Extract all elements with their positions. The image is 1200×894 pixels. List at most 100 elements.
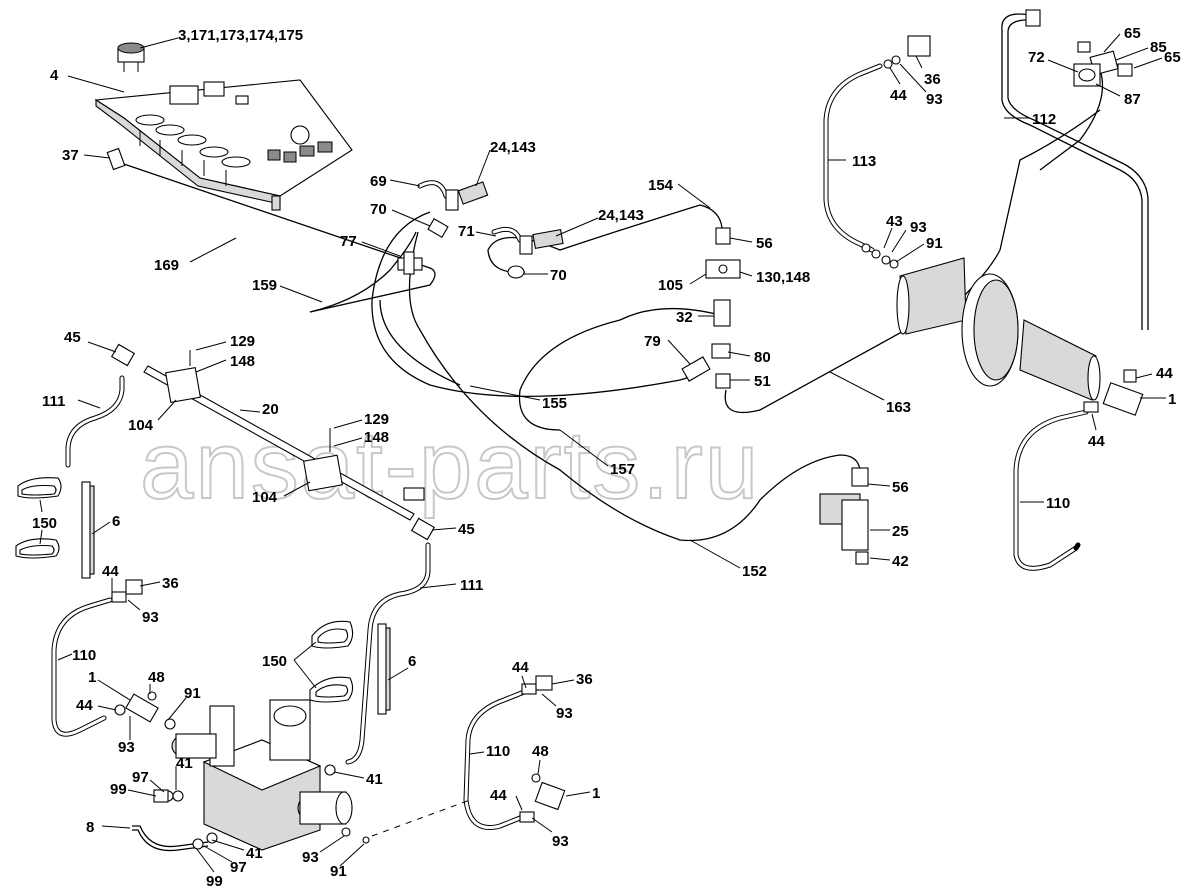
part-label: 93 xyxy=(926,91,943,108)
part-label: 152 xyxy=(742,563,767,580)
part-label: 44 xyxy=(1088,433,1105,450)
connector-37 xyxy=(106,147,126,171)
part-label: 36 xyxy=(576,671,593,688)
part-label: 110 xyxy=(486,743,510,760)
pressure-sensors xyxy=(397,180,564,279)
part-label: 150 xyxy=(32,515,57,532)
part-label: 129 xyxy=(364,411,389,428)
part-label: 32 xyxy=(676,309,693,326)
part-label: 97 xyxy=(230,859,247,876)
part-label: 97 xyxy=(132,769,149,786)
part-label: 85 xyxy=(1150,39,1167,56)
part-label: 44 xyxy=(76,697,93,714)
part-label: 1 xyxy=(592,785,600,802)
part-label: 99 xyxy=(206,873,223,890)
part-label: 157 xyxy=(610,461,635,478)
part-label: 93 xyxy=(556,705,573,722)
clamps-left xyxy=(15,477,95,579)
part-label: 112 xyxy=(1032,111,1056,128)
hoses xyxy=(51,63,1089,830)
part-label: 130,148 xyxy=(756,269,810,286)
clamps-center xyxy=(309,620,391,715)
part-label: 36 xyxy=(924,71,941,88)
fittings-top-right xyxy=(861,9,1133,269)
part-label: 44 xyxy=(490,787,507,804)
part-label: 70 xyxy=(550,267,567,284)
part-label: 41 xyxy=(366,771,383,788)
part-label: 48 xyxy=(148,669,165,686)
part-label: 20 xyxy=(262,401,279,418)
part-label: 155 xyxy=(542,395,567,412)
part-label: 91 xyxy=(926,235,943,252)
part-label: 77 xyxy=(340,233,357,250)
part-label: 93 xyxy=(910,219,927,236)
part-label: 159 xyxy=(252,277,277,294)
part-label: 43 xyxy=(886,213,903,230)
part-label: 6 xyxy=(408,653,416,670)
part-label: 42 xyxy=(892,553,909,570)
part-label: 25 xyxy=(892,523,909,540)
fittings-bottom xyxy=(111,579,566,850)
right-shaft-assembly xyxy=(896,257,1144,416)
leader-lines xyxy=(39,33,1166,873)
part-label: 24,143 xyxy=(598,207,644,224)
part-label: 44 xyxy=(1156,365,1173,382)
part-label: 113 xyxy=(852,153,876,170)
part-label: 51 xyxy=(754,373,771,390)
part-label: 111 xyxy=(42,393,65,410)
part-label: 37 xyxy=(62,147,79,164)
part-label: 110 xyxy=(72,647,96,664)
part-label: 65 xyxy=(1124,25,1141,42)
part-label: 99 xyxy=(110,781,127,798)
part-label: 65 xyxy=(1164,49,1181,66)
part-label: 1 xyxy=(1168,391,1176,408)
pipe-lines xyxy=(117,13,1149,542)
part-label: 1 xyxy=(88,669,96,686)
part-label: 36 xyxy=(162,575,179,592)
part-label: 45 xyxy=(458,521,475,538)
fittings-center xyxy=(681,227,869,487)
part-label: 154 xyxy=(648,177,674,194)
part-label: 44 xyxy=(102,563,119,580)
part-label: 44 xyxy=(512,659,529,676)
gauge-sensor xyxy=(117,42,145,72)
watermark: ansat-parts.ru xyxy=(140,412,760,519)
part-label: 71 xyxy=(458,223,475,240)
part-label: 93 xyxy=(302,849,319,866)
part-label: 56 xyxy=(756,235,773,252)
part-label: 8 xyxy=(86,819,94,836)
part-label: 110 xyxy=(1046,495,1070,512)
gearbox-assembly xyxy=(171,699,353,851)
part-labels: 3,171,173,174,175 4 37 169 69 24,143 70 … xyxy=(32,25,1181,890)
part-label: 45 xyxy=(64,329,81,346)
part-label: 169 xyxy=(154,257,179,274)
cross-shaft-20 xyxy=(110,343,436,541)
part-label: 72 xyxy=(1028,49,1045,66)
part-label: 91 xyxy=(330,863,347,880)
part-label: 56 xyxy=(892,479,909,496)
part-label: 91 xyxy=(184,685,201,702)
part-label: 41 xyxy=(176,755,193,772)
part-label: 3,171,173,174,175 xyxy=(178,27,303,44)
part-label: 93 xyxy=(142,609,159,626)
part-label: 87 xyxy=(1124,91,1141,108)
pipe-8 xyxy=(132,825,209,848)
part-label: 48 xyxy=(532,743,549,760)
part-label: 104 xyxy=(128,417,154,434)
part-label: 79 xyxy=(644,333,661,350)
part-label: 111 xyxy=(460,577,483,594)
part-label: 105 xyxy=(658,277,683,294)
valve-25 xyxy=(819,493,869,565)
part-label: 70 xyxy=(370,201,387,218)
part-label: 129 xyxy=(230,333,255,350)
part-label: 6 xyxy=(112,513,120,530)
part-label: 4 xyxy=(50,67,59,84)
part-label: 93 xyxy=(118,739,135,756)
part-label: 69 xyxy=(370,173,387,190)
part-label: 148 xyxy=(230,353,255,370)
part-label: 24,143 xyxy=(490,139,536,156)
part-label: 104 xyxy=(252,489,278,506)
part-label: 150 xyxy=(262,653,287,670)
part-label: 148 xyxy=(364,429,389,446)
